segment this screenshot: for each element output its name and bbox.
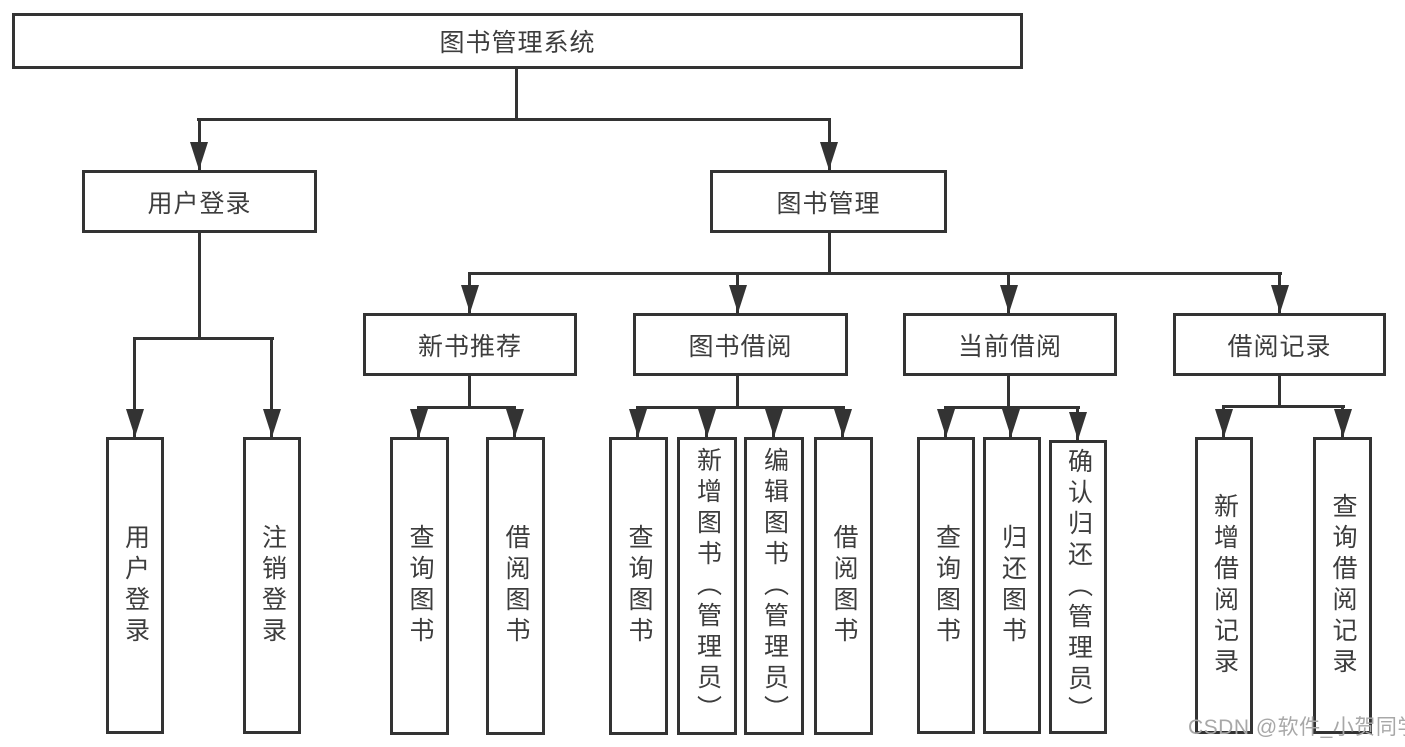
node-label: 确认归还（管理员） xyxy=(1064,447,1093,727)
arrow-down-icon xyxy=(1069,412,1087,440)
node-leaf-borrow-books: 借阅图书 xyxy=(486,437,545,735)
arrow-down-icon xyxy=(1002,409,1020,437)
node-label: 查询图书 xyxy=(625,524,653,648)
arrow-down-icon xyxy=(698,409,716,437)
node-label: 查询图书 xyxy=(932,523,961,648)
node-label: 用户登录 xyxy=(147,189,252,218)
arrow-down-icon xyxy=(461,285,479,313)
node-book-management: 图书管理 xyxy=(710,170,947,233)
node-leaf-query-books: 查询图书 xyxy=(609,437,668,735)
node-label: 归还图书 xyxy=(998,523,1027,648)
node-current-borrowing: 当前借阅 xyxy=(903,313,1117,376)
node-leaf-query-books: 查询图书 xyxy=(390,437,449,735)
node-new-book-recommend: 新书推荐 xyxy=(363,313,577,376)
arrow-down-icon xyxy=(263,409,281,437)
connector-line xyxy=(270,337,273,437)
arrow-down-icon xyxy=(729,285,747,313)
node-label: 新增借阅记录 xyxy=(1210,492,1239,679)
arrow-down-icon xyxy=(765,409,783,437)
connector-line xyxy=(468,376,471,406)
connector-line xyxy=(944,406,1080,409)
node-label: 注销登录 xyxy=(258,523,287,648)
connector-line xyxy=(636,406,845,409)
connector-line xyxy=(468,272,1282,275)
node-label: 图书借阅 xyxy=(688,332,793,361)
node-leaf-query-books: 查询图书 xyxy=(917,437,975,734)
node-label: 借阅记录 xyxy=(1227,332,1332,361)
node-leaf-query-borrow-record: 查询借阅记录 xyxy=(1313,437,1372,734)
node-leaf-user-login: 用户登录 xyxy=(106,437,164,734)
node-label: 查询图书 xyxy=(406,524,434,648)
connector-line xyxy=(1278,376,1281,405)
node-label: 当前借阅 xyxy=(957,332,1062,361)
node-label: 查询借阅记录 xyxy=(1329,492,1357,679)
arrow-down-icon xyxy=(190,142,208,170)
arrow-down-icon xyxy=(820,142,838,170)
node-leaf-borrow-books: 借阅图书 xyxy=(814,437,873,735)
node-leaf-return-books: 归还图书 xyxy=(983,437,1041,734)
connector-line xyxy=(197,118,831,121)
arrow-down-icon xyxy=(126,409,144,437)
arrow-down-icon xyxy=(506,409,524,437)
node-label: 编辑图书（管理员） xyxy=(760,446,789,726)
connector-line xyxy=(133,337,136,437)
connector-line xyxy=(198,233,201,337)
connector-line xyxy=(515,69,518,118)
node-leaf-add-books-admin: 新增图书（管理员） xyxy=(677,437,737,735)
connector-line xyxy=(133,337,274,340)
node-label: 新书推荐 xyxy=(417,332,522,361)
connector-line xyxy=(1222,405,1345,408)
node-leaf-add-borrow-record: 新增借阅记录 xyxy=(1195,437,1253,734)
node-label: 借阅图书 xyxy=(830,524,858,648)
node-borrowing-records: 借阅记录 xyxy=(1173,313,1386,376)
node-label: 图书管理系统 xyxy=(439,29,596,57)
arrow-down-icon xyxy=(410,409,428,437)
connector-line xyxy=(828,233,831,272)
node-leaf-logout: 注销登录 xyxy=(243,437,301,734)
arrow-down-icon xyxy=(1215,409,1233,437)
node-library-system: 图书管理系统 xyxy=(12,13,1023,69)
arrow-down-icon xyxy=(629,409,647,437)
arrow-down-icon xyxy=(1334,409,1352,437)
arrow-down-icon xyxy=(937,409,955,437)
node-leaf-confirm-return-admin: 确认归还（管理员） xyxy=(1049,440,1107,734)
node-label: 用户登录 xyxy=(121,523,150,648)
node-book-borrowing: 图书借阅 xyxy=(633,313,848,376)
arrow-down-icon xyxy=(1271,285,1289,313)
watermark: CSDN @软件_小贺同学 xyxy=(1188,716,1405,739)
node-label: 新增图书（管理员） xyxy=(693,446,722,726)
connector-line xyxy=(1007,376,1010,406)
connector-line xyxy=(736,376,739,406)
node-label: 借阅图书 xyxy=(502,524,530,648)
arrow-down-icon xyxy=(1000,285,1018,313)
node-leaf-edit-books-admin: 编辑图书（管理员） xyxy=(744,437,804,735)
node-user-login: 用户登录 xyxy=(82,170,317,233)
arrow-down-icon xyxy=(834,409,852,437)
node-label: 图书管理 xyxy=(776,189,881,218)
connector-line xyxy=(417,406,516,409)
